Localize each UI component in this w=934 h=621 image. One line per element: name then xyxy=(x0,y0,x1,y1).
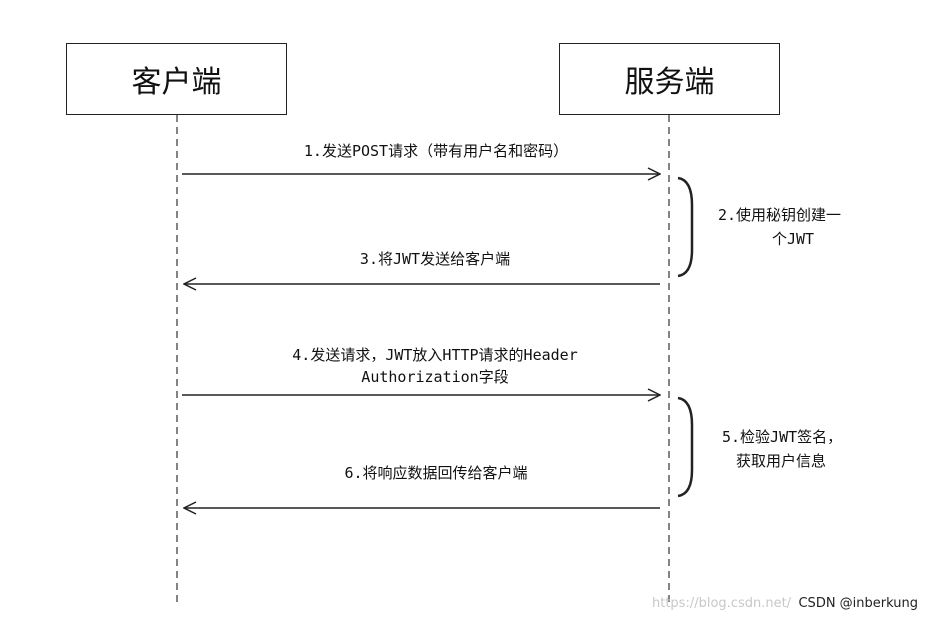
note-2-line1: 2.使用秘钥创建一 xyxy=(718,206,842,224)
message-6-label: 6.将响应数据回传给客户端 xyxy=(344,462,527,484)
message-3-text: 3.将JWT发送给客户端 xyxy=(359,250,511,268)
message-1-label: 1.发送POST请求（带有用户名和密码） xyxy=(304,140,568,162)
note-5: 5.检验JWT签名， 获取用户信息 xyxy=(722,425,842,473)
message-6-text: 6.将响应数据回传给客户端 xyxy=(344,464,528,482)
brace-create-jwt xyxy=(677,176,694,278)
message-4-label: 4.发送请求，JWT放入HTTP请求的Header Authorization字… xyxy=(292,344,577,388)
client-actor-box: 客户端 xyxy=(66,43,287,115)
brace-verify-jwt xyxy=(677,396,694,498)
note-5-line2: 获取用户信息 xyxy=(736,452,827,470)
note-2-line2: 个JWT xyxy=(771,230,815,248)
message-4-text-line1: 4.发送请求，JWT放入HTTP请求的Header xyxy=(292,346,578,364)
server-actor-box: 服务端 xyxy=(559,43,780,115)
watermark-csdn: CSDN @inberkung xyxy=(798,596,918,611)
note-2: 2.使用秘钥创建一 个JWT xyxy=(718,203,868,251)
server-actor-label: 服务端 xyxy=(624,65,715,100)
message-3-label: 3.将JWT发送给客户端 xyxy=(360,248,510,270)
message-1-text: 1.发送POST请求（带有用户名和密码） xyxy=(303,142,569,160)
note-5-line1: 5.检验JWT签名， xyxy=(722,428,843,446)
client-actor-label: 客户端 xyxy=(131,65,222,100)
message-4-text-line2: Authorization字段 xyxy=(361,368,509,386)
watermark-url: https://blog.csdn.net/ xyxy=(652,596,792,611)
